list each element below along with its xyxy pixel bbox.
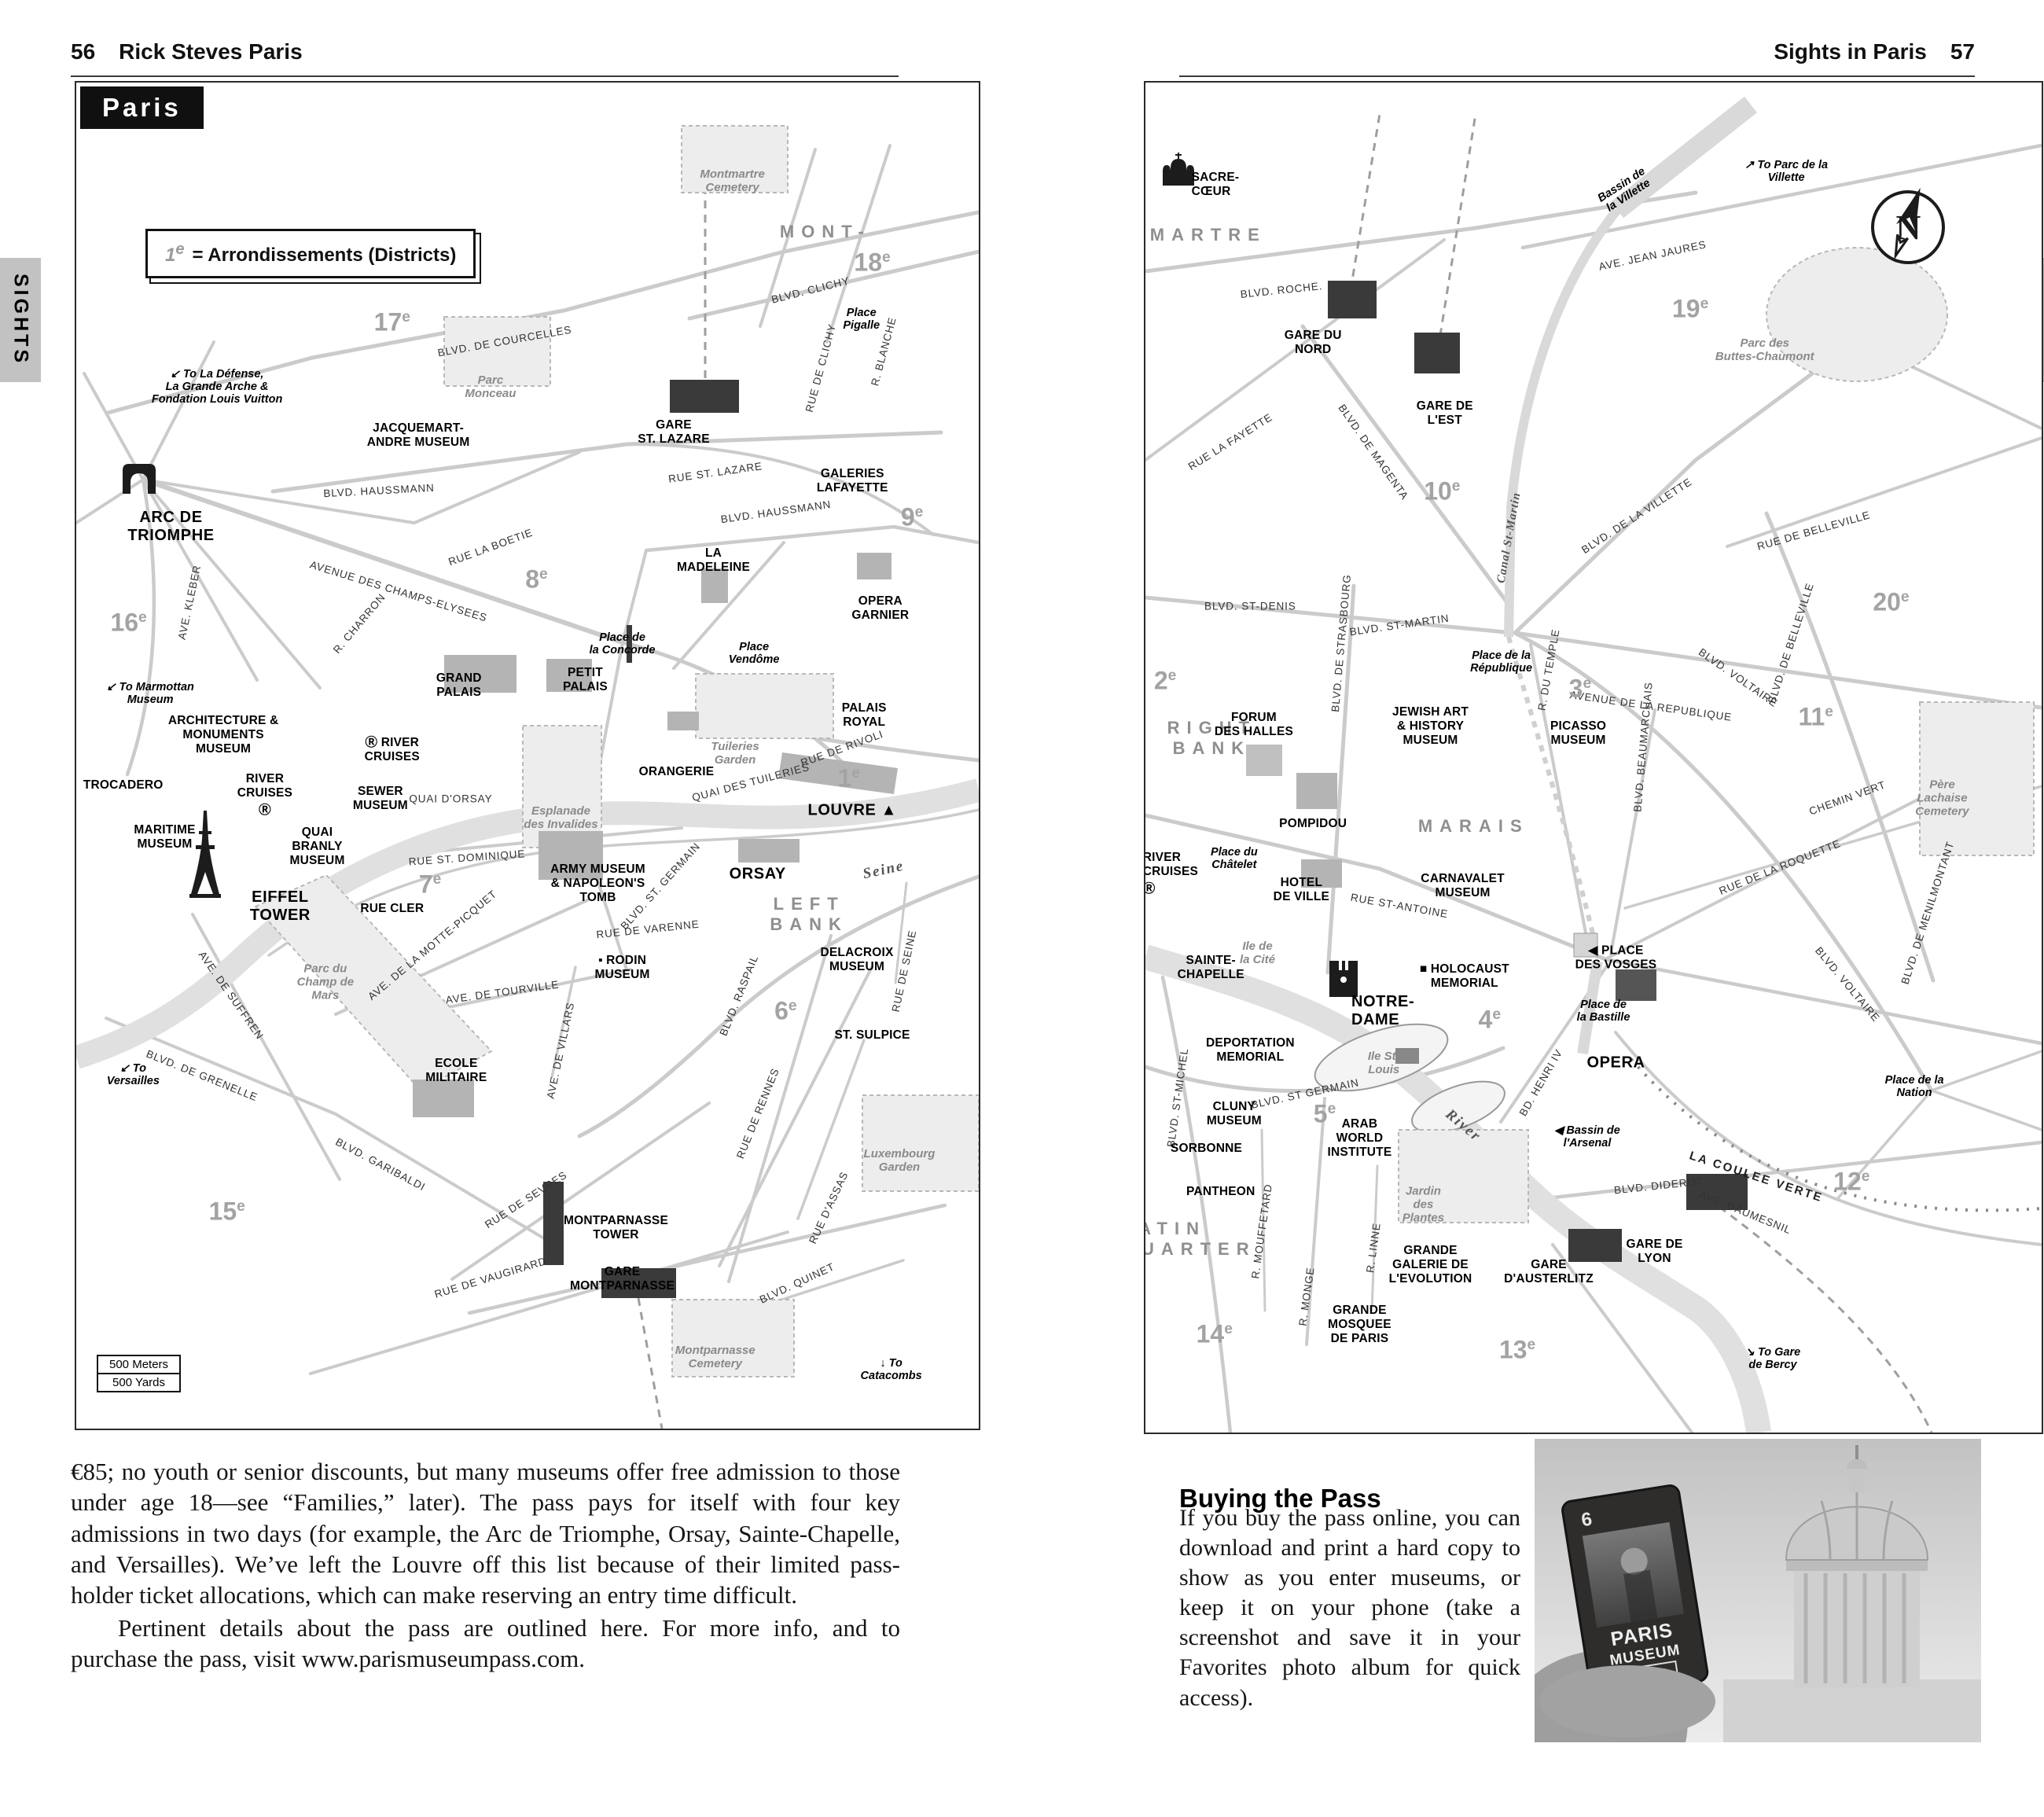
running-head-left: Rick Steves Paris [119, 39, 303, 64]
roads-east [1145, 143, 2042, 1433]
map-west-decor [76, 125, 979, 1429]
stations-west [543, 380, 739, 1298]
legend-district-key: 1e [165, 241, 185, 266]
compass-needle [1894, 188, 1921, 261]
page-header-right: Sights in Paris 57 [1179, 39, 1975, 77]
museum-pass-card: 6 PARIS MUSEUM PASS [1561, 1484, 1709, 1698]
photo-illustration: 6 PARIS MUSEUM PASS [1535, 1439, 1981, 1742]
sights-tab-left-label: SIGHTS [9, 274, 32, 366]
buildings-west [413, 553, 898, 1117]
page-number-left: 56 [71, 39, 96, 64]
running-head-right: Sights in Paris [1774, 39, 1927, 64]
fingers [1539, 1665, 1715, 1738]
photo-paris-museum-pass: 6 PARIS MUSEUM PASS [1535, 1439, 1981, 1742]
parks-east [1398, 247, 2035, 1223]
pass-description-text: €85; no youth or senior discounts, but m… [71, 1456, 900, 1675]
compass-north-icon: N [1871, 188, 1946, 265]
legend-text: = Arrondissements (Districts) [192, 245, 457, 266]
canal-st-martin [1504, 96, 1758, 1055]
page-number-right: 57 [1950, 39, 1975, 64]
invalides-dome [1723, 1445, 1981, 1742]
map-title: Paris [80, 86, 204, 129]
paragraph-pass-price: €85; no youth or senior discounts, but m… [71, 1458, 900, 1609]
scale-meters: 500 Meters [97, 1355, 182, 1373]
map-scale: 500 Meters 500 Yards [97, 1355, 182, 1392]
rail-lines-west [637, 130, 707, 1429]
buying-the-pass-heading: Buying the Pass [1179, 1484, 1381, 1514]
sights-tab-left: SIGHTS [0, 258, 41, 382]
seine-river [76, 778, 979, 1069]
seine-islands [1314, 1023, 1505, 1134]
scale-yards: 500 Yards [97, 1373, 182, 1392]
buying-the-pass-text: If you buy the pass online, you can down… [1179, 1505, 1520, 1711]
arrondissement-legend: 1e = Arrondissements (Districts) [145, 229, 476, 278]
map-east-decor [1145, 96, 2042, 1433]
parks-west [254, 125, 979, 1377]
buildings-east [1246, 281, 1748, 1262]
paris-map-west: Paris 1e = Arrondissements (Districts) 50… [75, 81, 980, 1430]
paragraph-pass-details: Pertinent details about the pass are out… [71, 1613, 900, 1673]
card-number: 6 [1580, 1509, 1594, 1532]
page-header-left: 56 Rick Steves Paris [71, 39, 899, 77]
